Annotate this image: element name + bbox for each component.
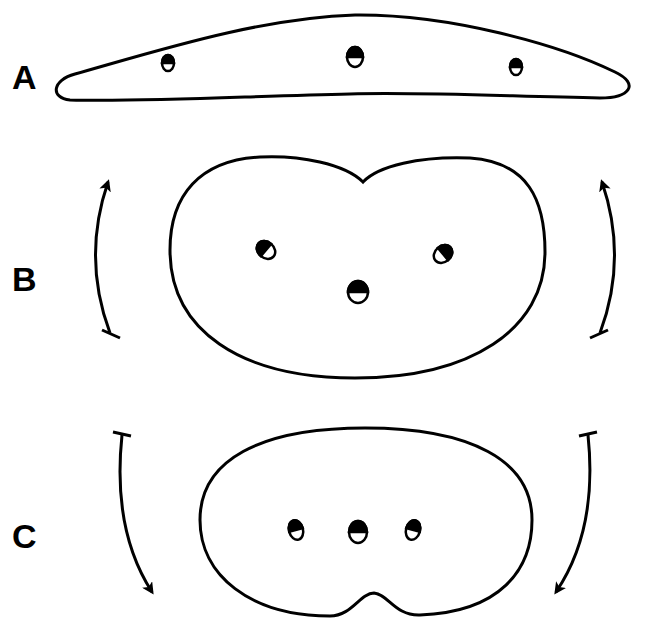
bend-arrow [120,435,152,592]
arrow-tail [113,432,131,436]
bend-arrow [95,182,110,333]
vessel-symbol [347,47,363,67]
bend-arrow [556,435,590,592]
panel-letter: B [12,262,37,296]
arrow-tail [590,330,608,338]
vessel-symbol [404,519,423,542]
vessel-symbol [430,241,456,266]
flat-section-outline [56,15,629,100]
curled-section-outline [170,157,545,378]
vessel-symbol [349,521,367,543]
vessel-symbol [287,519,306,542]
panel-letter: A [12,60,37,94]
vessel-symbol [162,55,174,71]
vessel-symbol [348,281,368,303]
curled-section-outline [200,428,532,616]
arrow-tail [579,432,597,436]
arrow-tail [102,330,120,338]
bend-arrow [600,182,615,333]
vessel-symbol [510,59,522,75]
vessel-symbol [253,237,279,262]
panel-letter: C [12,519,37,553]
